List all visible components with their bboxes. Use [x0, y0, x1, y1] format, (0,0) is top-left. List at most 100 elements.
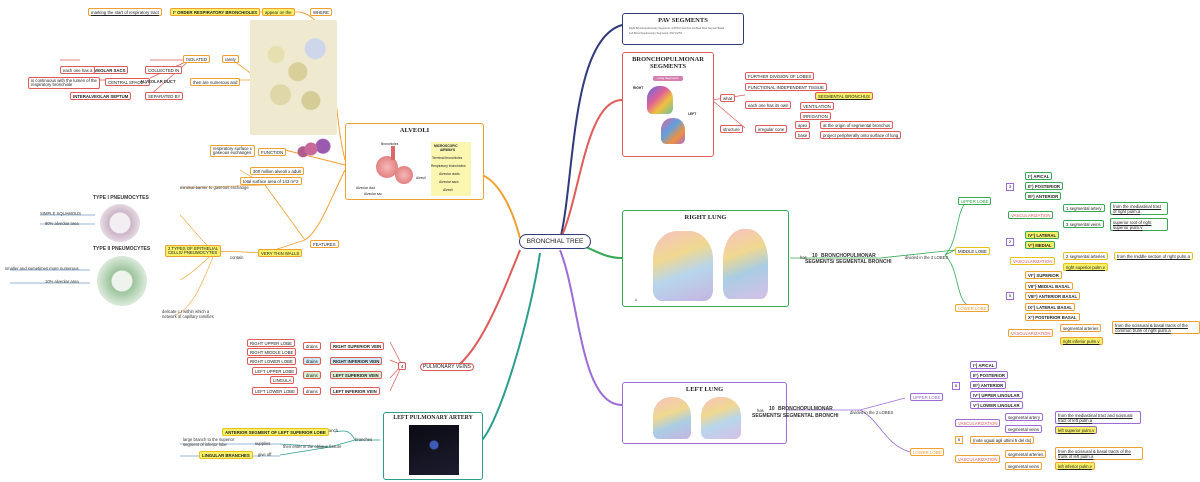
- left-lower-veins-to[interactable]: left inferior pulm.v: [1055, 462, 1095, 471]
- delicate-node[interactable]: delicate c.t within which a network of c…: [162, 309, 214, 319]
- right-seg-10[interactable]: X°) POSTERIOR BASAL: [1025, 313, 1080, 322]
- right-upper-veins[interactable]: 3 segmental veins: [1063, 220, 1104, 229]
- right-seg-4[interactable]: IV°) LATERAL: [1025, 231, 1060, 240]
- resp-surface-node[interactable]: respiratory surface x gaseous exchanges: [210, 145, 255, 158]
- right-upper-veins-to[interactable]: superior root of right superior pulm.v: [1110, 218, 1168, 232]
- central-space-node[interactable]: CENTRAL SPACE =: [105, 78, 151, 87]
- left-upper-veins[interactable]: segmental veins: [1005, 425, 1043, 434]
- left-lower-lobe[interactable]: LOWER LOBE: [910, 448, 945, 457]
- separated-by-node[interactable]: SEPARATED BY: [145, 92, 184, 101]
- bps-structure[interactable]: structure: [720, 125, 743, 134]
- collected-in-node[interactable]: COLLECTED IN: [145, 66, 183, 75]
- bps-base[interactable]: base: [795, 131, 811, 140]
- function-node[interactable]: FUNCTION: [258, 148, 287, 157]
- vein-src-3[interactable]: RIGHT LOWER LOBE: [247, 357, 296, 366]
- vein-src-6[interactable]: LEFT LOWER LOBE: [252, 387, 299, 396]
- vein-src-4[interactable]: LEFT UPPER LOBE: [252, 367, 298, 376]
- lpa-supplies[interactable]: supplies: [255, 441, 271, 446]
- right-seg-2[interactable]: II°) POSTERIOR: [1025, 182, 1064, 191]
- right-seg-5[interactable]: V°) MEDIAL: [1025, 241, 1055, 250]
- numerous-node[interactable]: then are numerous and: [190, 78, 241, 87]
- right-seg-6[interactable]: VI°) SUPERIOR: [1025, 271, 1062, 280]
- left-lower-note[interactable]: (note ugual agli ultimi 5 del dx): [970, 436, 1035, 445]
- isolated-node[interactable]: ISOLATED: [183, 55, 210, 64]
- left-seg-4[interactable]: IV°) UPPER LINGULAR: [970, 391, 1023, 400]
- vein-src-1[interactable]: RIGHT UPPER LOBE: [247, 339, 295, 348]
- lpa-give-off[interactable]: give off: [258, 452, 272, 457]
- bps-base-desc[interactable]: project peripherally onto surface of lun…: [820, 131, 902, 140]
- vein-dst-4[interactable]: LEFT SUPERIOR VEIN: [330, 371, 382, 380]
- two-types-node[interactable]: 2 TYPES OF EPITHELIAL CELLS/ PNEUMOCYTES: [165, 245, 222, 258]
- contain-node[interactable]: contain: [230, 255, 244, 260]
- right-upper-lobe[interactable]: UPPER LOBE: [958, 197, 992, 206]
- lpa-lingular-branches[interactable]: LINGULAR BRANCHES: [199, 451, 253, 460]
- veins-count[interactable]: 4: [398, 362, 407, 371]
- bps-irregular-cone[interactable]: irregular cone: [755, 125, 788, 134]
- right-upper-vasc[interactable]: VASCULARIZATION: [1008, 211, 1054, 220]
- bps-ventilation[interactable]: VENTILATION: [800, 102, 834, 111]
- pulmonary-veins-title[interactable]: PULMONARY VEINS: [420, 363, 474, 372]
- left-seg-3[interactable]: III°) ANTERIOR: [970, 381, 1007, 390]
- left-seg-1[interactable]: I°) APICAL: [970, 361, 998, 370]
- right-middle-vasc[interactable]: VASCULARIZATION: [1010, 257, 1056, 266]
- bps-what[interactable]: what: [720, 94, 736, 103]
- vein-dst-6[interactable]: LEFT INFERIOR VEIN: [330, 387, 380, 396]
- right-middle-arteries-from[interactable]: from the middle section of right pulm.a: [1114, 252, 1193, 261]
- bps-further-division[interactable]: FURTHER DIVISION OF LOBES: [745, 72, 815, 81]
- right-seg-9[interactable]: IX°) LATERAL BASAL: [1025, 303, 1076, 312]
- lpa-first-branch[interactable]: 1° branch: [320, 428, 338, 433]
- left-seg-2[interactable]: II°) POSTERIOR: [970, 371, 1009, 380]
- lpa-then[interactable]: then enter in the oblique fissure: [283, 444, 342, 449]
- appear-on-node[interactable]: appear on the: [262, 8, 295, 17]
- simple-squamous[interactable]: SIMPLE SQUAMOUS: [40, 211, 81, 216]
- bps-each-own[interactable]: each one has its own: [745, 101, 792, 110]
- right-lower-vein[interactable]: right inferior pulm.v: [1060, 337, 1103, 346]
- drains-2[interactable]: drains: [303, 357, 321, 366]
- features-node[interactable]: FEATURES: [310, 240, 339, 249]
- vein-dst-3[interactable]: RIGHT INFERIOR VEIN: [330, 357, 383, 366]
- area-node[interactable]: total surface area of 143 m^2: [240, 177, 302, 186]
- million-node[interactable]: 300 million alveoli x adult: [250, 167, 304, 176]
- first-order-resp-bronchioles[interactable]: I° ORDER RESPIRATORY BRONCHIOLES: [170, 8, 261, 17]
- right-middle-lobe[interactable]: MIDDLE LOBE: [955, 247, 990, 256]
- right-lower-arteries-from[interactable]: from the scissural & basal tracts of the…: [1112, 321, 1200, 335]
- smaller-label[interactable]: smaller and sometimes more numerous: [5, 266, 79, 271]
- vein-src-5[interactable]: LINGULA: [270, 376, 295, 385]
- right-middle-vein[interactable]: right superior pulm.v: [1063, 263, 1108, 272]
- left-lower-arteries[interactable]: segmental arteries: [1005, 450, 1047, 459]
- lpa-large-branch[interactable]: large branch to the superior segment of …: [183, 437, 234, 447]
- barrier-node[interactable]: minimal barrier to gaseous exchange: [180, 185, 249, 190]
- lpa-branches[interactable]: branches: [355, 437, 373, 442]
- right-lower-lobe[interactable]: LOWER LOBE: [955, 304, 990, 313]
- right-seg-3[interactable]: III°) ANTERIOR: [1025, 192, 1062, 201]
- vein-src-2[interactable]: RIGHT MIDDLE LOBE: [247, 348, 297, 357]
- bps-functional[interactable]: FUNCTIONAL INDEPENDENT TISSUE: [745, 83, 827, 92]
- left-lower-arteries-from[interactable]: from the scissural & basal tracts of the…: [1055, 447, 1143, 461]
- continuous-node[interactable]: is continuous with the lumen of the resp…: [28, 77, 100, 90]
- right-seg-1[interactable]: I°) APICAL: [1025, 172, 1053, 181]
- left-seg-5[interactable]: V°) LOWER LINGULAR: [970, 401, 1023, 410]
- central-topic[interactable]: BRONCHIAL TREE: [519, 234, 591, 249]
- p90-label[interactable]: 90% alveolar area: [45, 221, 79, 226]
- right-lower-arteries[interactable]: segmental arteries: [1060, 324, 1102, 333]
- right-upper-artery[interactable]: 1 segmental artery: [1063, 204, 1105, 213]
- right-upper-artery-from[interactable]: from the mediastinal tract of right pulm…: [1110, 202, 1168, 216]
- drains-1[interactable]: drains: [303, 342, 321, 351]
- rarely-node[interactable]: rarely: [222, 55, 239, 64]
- vein-dst-1[interactable]: RIGHT SUPERIOR VEIN: [330, 342, 385, 351]
- right-middle-arteries[interactable]: 2 segmental arteries: [1063, 252, 1108, 261]
- left-upper-artery[interactable]: segmental artery: [1005, 413, 1044, 422]
- each-one-node[interactable]: each one has a: [60, 66, 96, 75]
- right-seg-8[interactable]: VIII°) ANTERIOR BASAL: [1025, 292, 1081, 301]
- left-upper-veins-to[interactable]: left superior pulm.v: [1055, 426, 1098, 435]
- left-upper-lobe[interactable]: UPPER LOBE: [910, 393, 944, 402]
- left-lower-vasc[interactable]: VASCULARIZATION: [955, 455, 1001, 464]
- thin-walls-node[interactable]: VERY THIN WALLS: [258, 249, 303, 258]
- where-node[interactable]: WHERE: [310, 8, 332, 17]
- bps-irrigation[interactable]: IRRIGATION: [800, 112, 831, 121]
- drains-3[interactable]: drains: [303, 371, 321, 380]
- left-upper-artery-from[interactable]: from the mediastinal tract and scissural…: [1055, 411, 1141, 425]
- p10-label[interactable]: 10% alveolar area: [45, 279, 79, 284]
- lpa-anterior-segment[interactable]: ANTERIOR SEGMENT OF LEFT SUPERIOR LOBE: [222, 428, 329, 437]
- left-upper-vasc[interactable]: VASCULARIZATION: [955, 419, 1001, 428]
